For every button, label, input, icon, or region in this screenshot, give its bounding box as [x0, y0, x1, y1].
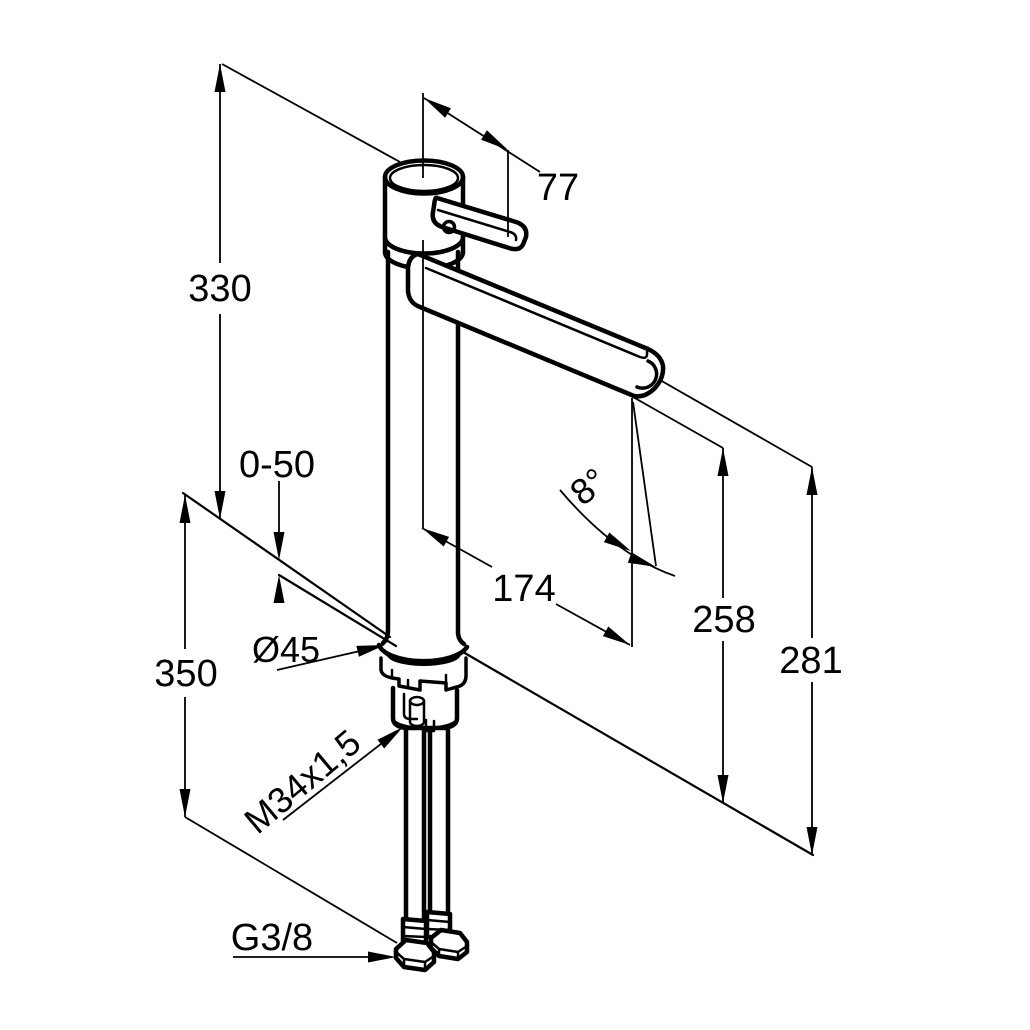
spout-outlet [635, 359, 659, 390]
hose-hex-nuts [393, 927, 470, 973]
dim-label-258: 258 [692, 599, 755, 641]
handle-drip-detail [441, 219, 457, 235]
mounting-gasket [379, 656, 468, 692]
dimension-handle-length: 77 [423, 97, 579, 237]
dim-label-281: 281 [779, 640, 842, 682]
base-escutcheon [376, 642, 470, 666]
mounting-surface-lines [181, 491, 815, 857]
dimension-shank-thread: M34x1,5 [236, 721, 403, 841]
dim-label-330: 330 [188, 268, 251, 310]
dim-label-8deg: 8° [562, 460, 614, 514]
dimension-hose-length: 350 [154, 495, 398, 944]
dim-label-g38: G3/8 [231, 917, 313, 959]
faucet-outline [376, 93, 666, 973]
dim-label-0-50: 0-50 [239, 444, 315, 486]
dim-label-dia45: Ø45 [252, 629, 320, 670]
supply-hoses [400, 727, 453, 949]
dimension-spout-reach: 174 [421, 398, 633, 647]
mounting-nut [390, 685, 460, 733]
dimension-base-diameter: Ø45 [252, 629, 385, 671]
dimension-deck-thickness: 0-50 [239, 444, 315, 603]
dimension-spout-top-height: 281 [659, 379, 843, 855]
dim-label-174: 174 [492, 568, 555, 610]
dimension-hose-thread: G3/8 [231, 917, 396, 963]
lever-handle [430, 195, 529, 252]
dim-label-77: 77 [537, 167, 579, 209]
spout [405, 251, 666, 399]
dimension-outlet-height: 258 [632, 396, 756, 803]
dimension-overall-height: 330 [188, 63, 401, 519]
dim-label-m34x15: M34x1,5 [236, 721, 368, 841]
dim-label-350: 350 [154, 653, 217, 695]
dimension-spout-angle: 8° [559, 401, 676, 577]
